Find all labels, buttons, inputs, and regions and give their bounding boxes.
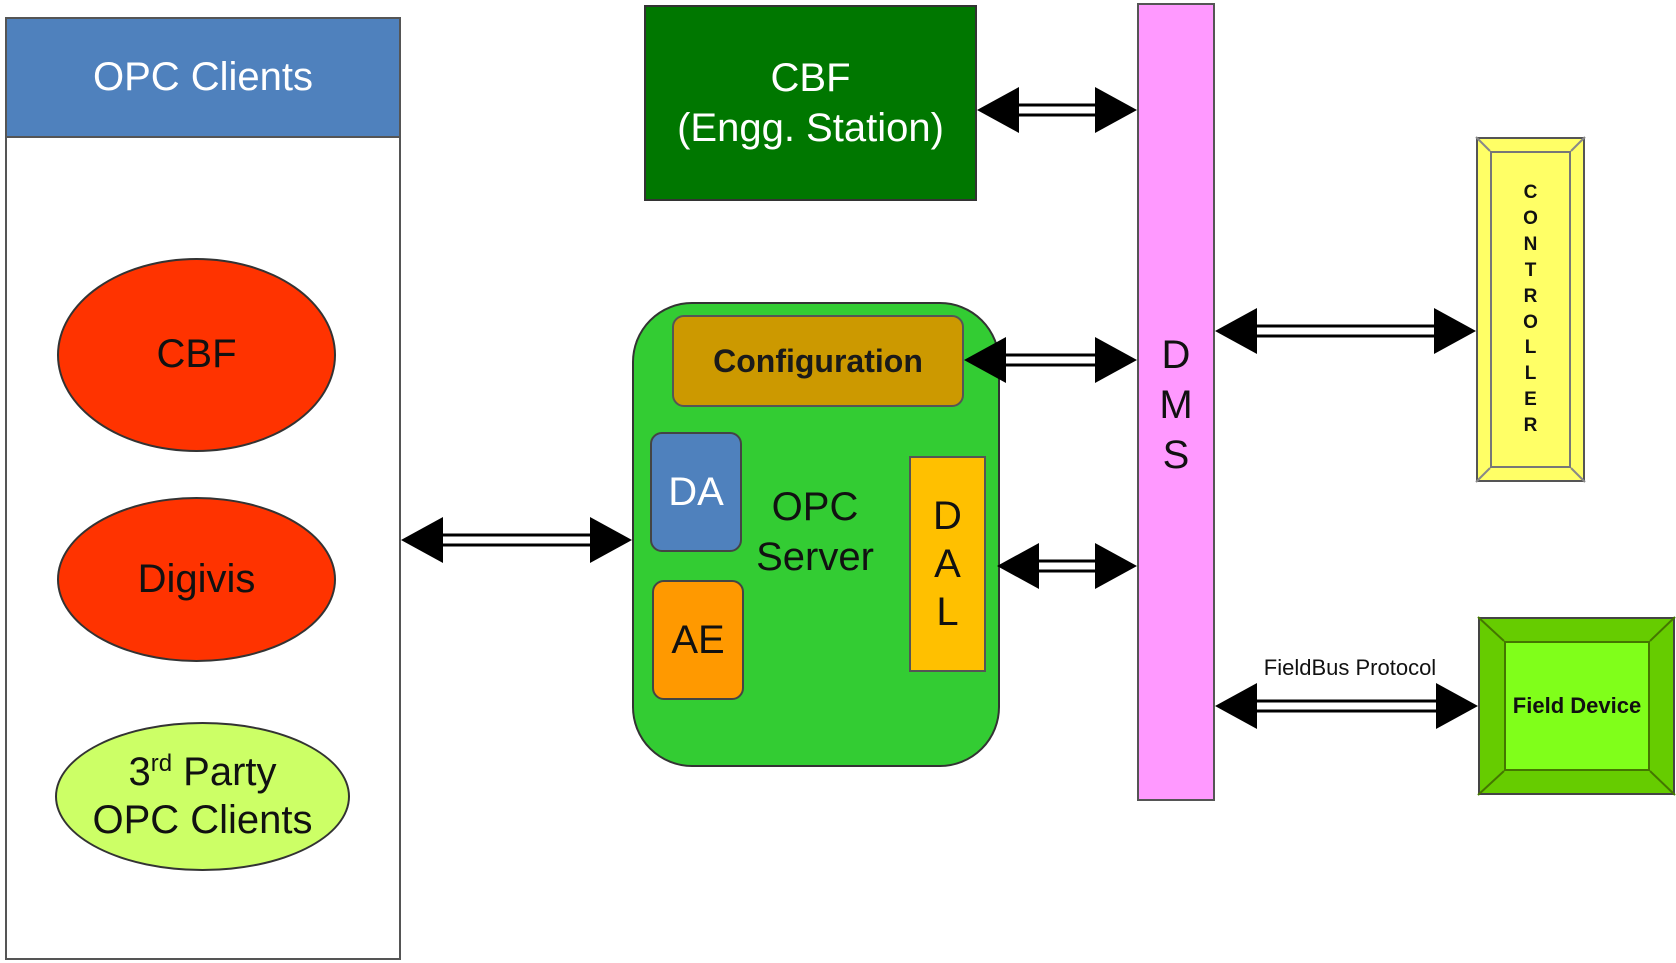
opc-clients-header: OPC Clients (5, 17, 401, 138)
dms-letters: D M S (1139, 330, 1213, 480)
field-device-face: Field Device (1504, 641, 1650, 771)
dal-letter-l: L (936, 590, 959, 634)
opc-server-label-line2: Server (756, 535, 874, 579)
arrowhead-right (1095, 87, 1137, 133)
dms-letter-m: M (1159, 383, 1193, 427)
digivis-client-ellipse: Digivis (57, 497, 336, 662)
field-device-label: Field Device (1512, 693, 1642, 718)
opc-server-label-line1: OPC (771, 485, 859, 529)
third-party-line2: OPC Clients (92, 797, 313, 842)
clients-opc-connector (401, 517, 632, 563)
arrowhead-right (1095, 543, 1137, 589)
arrowhead-right (1434, 308, 1476, 354)
da-label: DA (668, 469, 724, 514)
ae-label: AE (671, 617, 725, 662)
controller-letter: O (1523, 311, 1538, 333)
arrowhead-right (590, 517, 632, 563)
fieldbus-protocol-label: FieldBus Protocol (1263, 655, 1437, 680)
digivis-client-label: Digivis (137, 556, 256, 601)
arrowhead-left (997, 543, 1039, 589)
third-party-number: 3 (128, 750, 151, 795)
configuration-box: Configuration (672, 315, 964, 407)
dms-controller-connector (1215, 308, 1476, 354)
controller-bevel (1475, 136, 1586, 483)
configuration-label: Configuration (713, 342, 923, 379)
arrowhead-left (1215, 683, 1257, 729)
dms-bar: D M S (1137, 3, 1215, 801)
dms-fielddevice-connector (1215, 683, 1478, 729)
arrowhead-right (1095, 337, 1137, 383)
da-box: DA (650, 432, 742, 552)
third-party-client-ellipse: 3rd Party OPC Clients (55, 722, 350, 871)
dal-box: D A L (909, 456, 986, 672)
arrowhead-left (1215, 308, 1257, 354)
ae-box: AE (652, 580, 744, 700)
controller-letter: T (1524, 259, 1537, 281)
cbf-engg-station-box: CBF (Engg. Station) (644, 5, 977, 201)
controller-letter: C (1523, 182, 1538, 204)
third-party-suffix: rd (150, 750, 173, 778)
opc-clients-title: OPC Clients (92, 55, 314, 99)
controller-letter: O (1523, 208, 1538, 230)
opc-server-label: OPC Server (740, 482, 890, 592)
engg-station-line1: CBF (770, 56, 851, 100)
controller-letter: N (1523, 234, 1538, 256)
controller-letter: R (1523, 414, 1538, 436)
cbf-client-label: CBF (156, 332, 237, 377)
arrowhead-right (1436, 683, 1478, 729)
controller-label: C O N T R O L L E R (1490, 151, 1571, 468)
third-party-word: Party (172, 750, 277, 795)
controller-letter: L (1524, 363, 1537, 385)
controller-letter: L (1524, 337, 1537, 359)
dms-letter-s: S (1162, 433, 1190, 477)
dal-letter-d: D (933, 494, 962, 538)
dal-dms-connector (997, 543, 1137, 589)
arrowhead-left (401, 517, 443, 563)
third-party-client-label: 3rd Party OPC Clients (92, 749, 312, 843)
field-device-bevel (1477, 616, 1676, 796)
engg-dms-connector (977, 87, 1137, 133)
controller-letter: R (1523, 285, 1538, 307)
arrowhead-left (964, 337, 1006, 383)
cbf-client-ellipse: CBF (57, 258, 336, 452)
config-dms-connector (964, 337, 1137, 383)
dal-letter-a: A (934, 542, 961, 586)
arrowhead-left (977, 87, 1019, 133)
dms-letter-d: D (1161, 333, 1191, 377)
controller-letter: E (1524, 388, 1537, 410)
engg-station-line2: (Engg. Station) (677, 106, 944, 150)
